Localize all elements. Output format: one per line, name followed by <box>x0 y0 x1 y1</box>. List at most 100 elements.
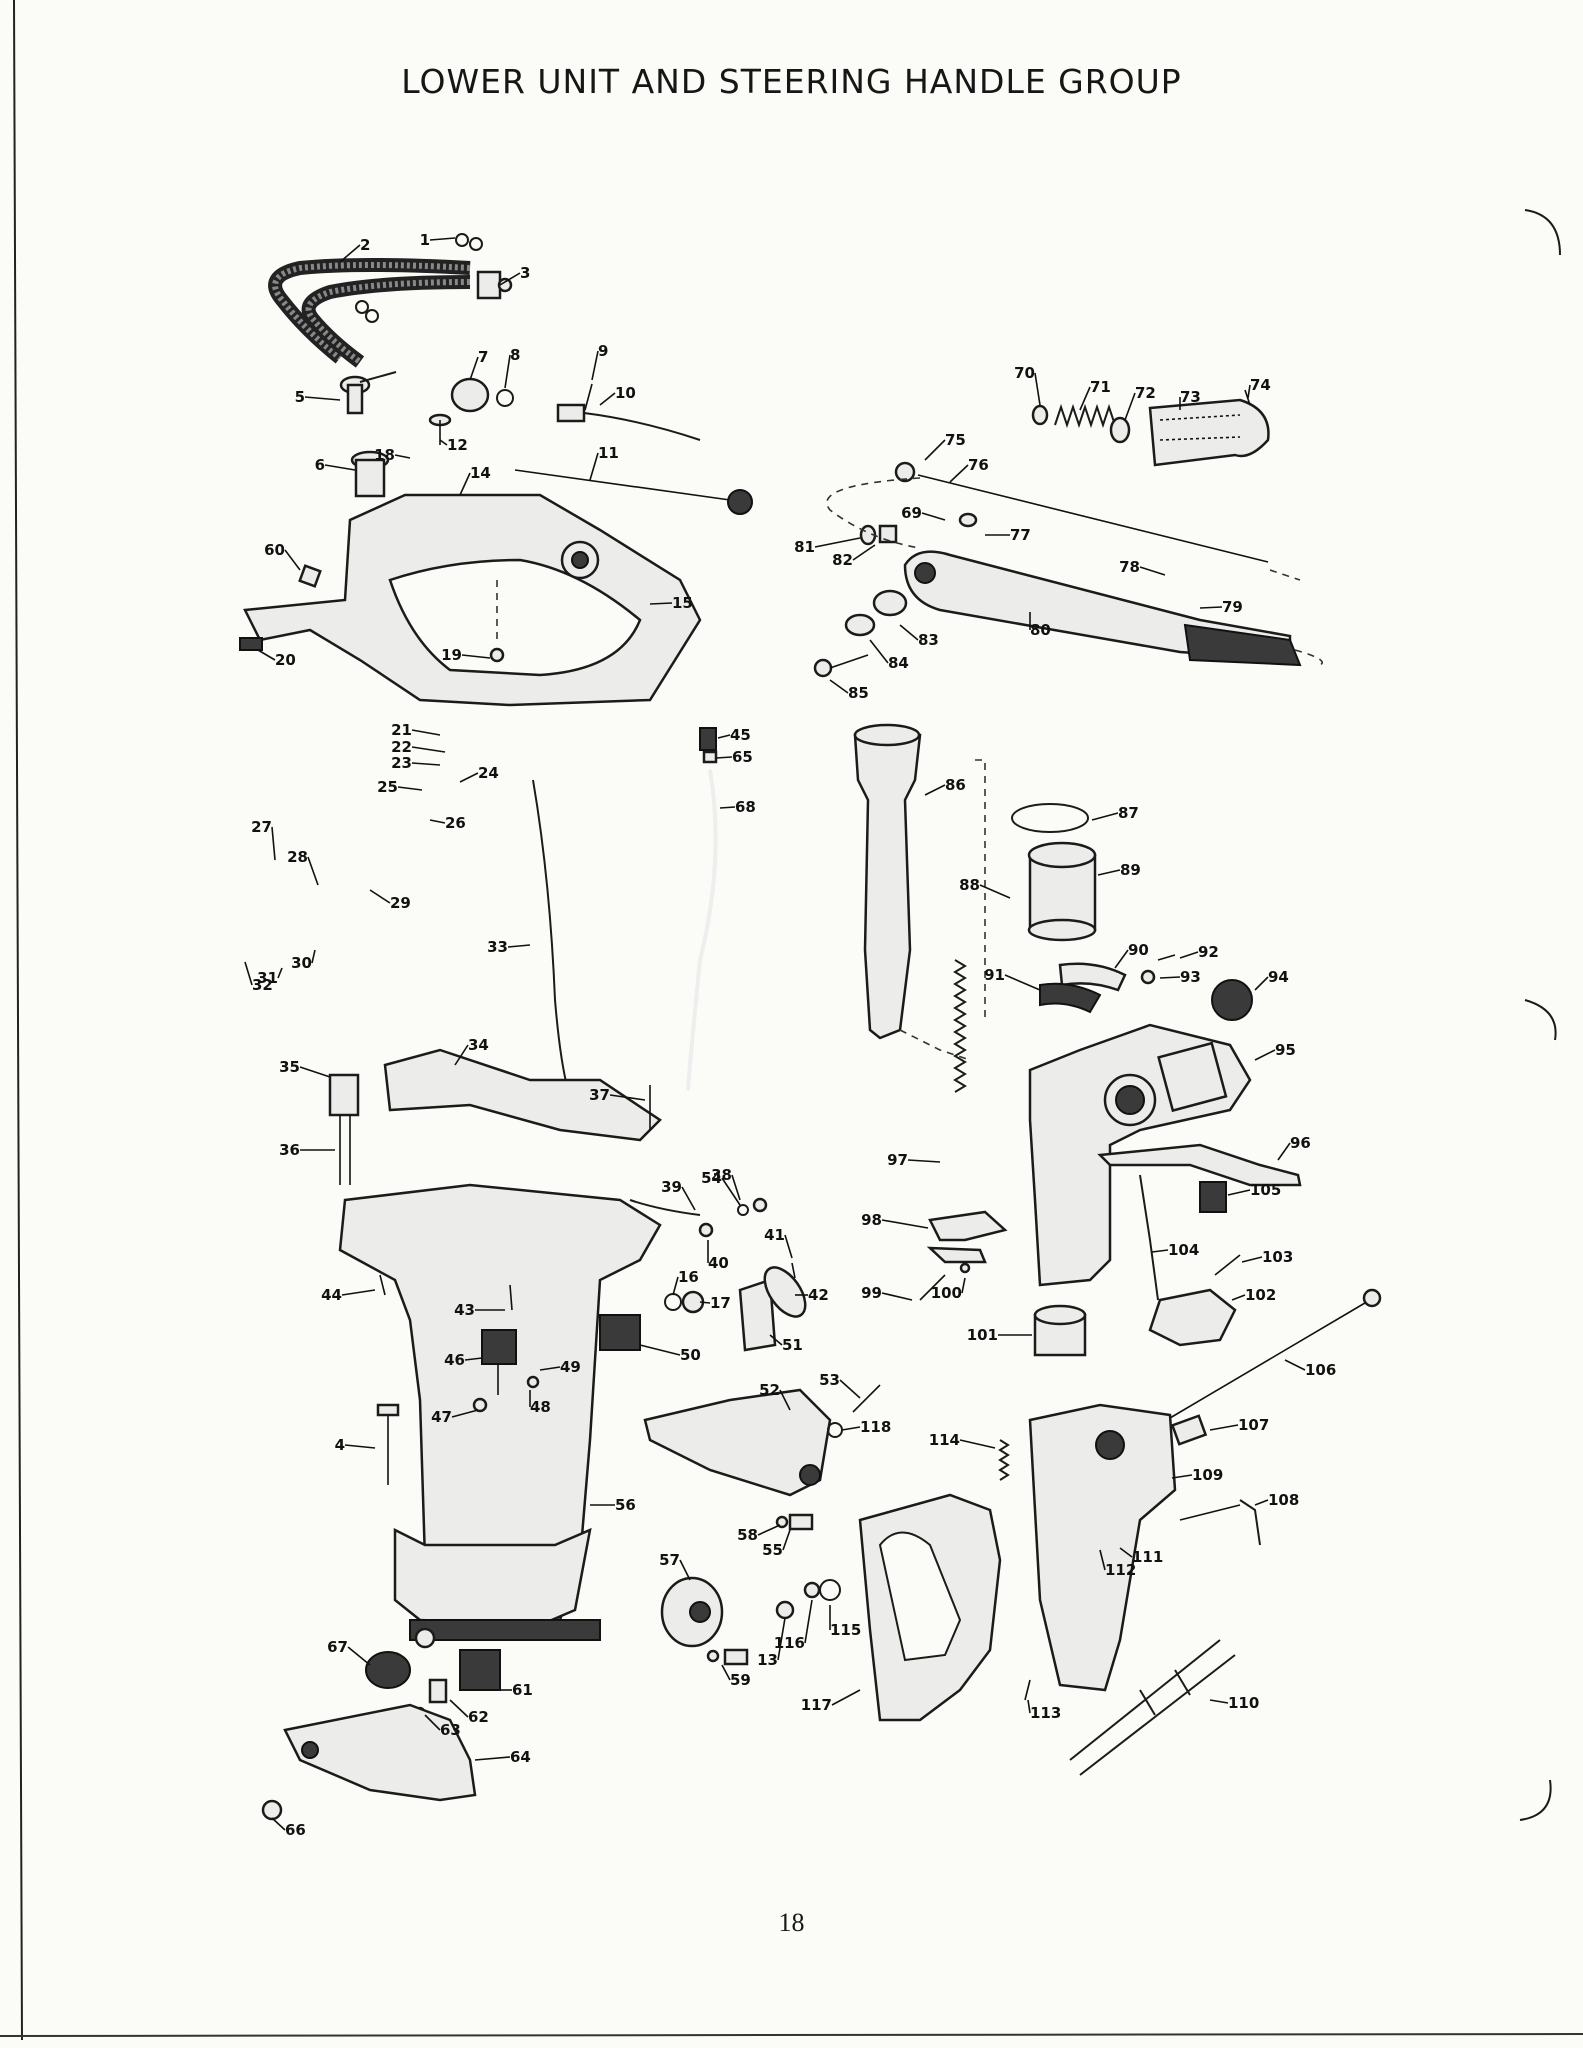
callout-95: 95 <box>1275 1041 1296 1059</box>
leader-line-1 <box>429 237 456 241</box>
callout-106: 106 <box>1305 1361 1336 1379</box>
callout-81: 81 <box>794 538 815 556</box>
swivel-bracket <box>239 493 702 707</box>
callout-49: 49 <box>560 1358 581 1376</box>
leader-line-6 <box>324 464 356 471</box>
callout-20: 20 <box>275 651 296 669</box>
leader-line-20 <box>257 649 276 661</box>
callout-71: 71 <box>1090 378 1111 396</box>
callout-60: 60 <box>264 541 285 559</box>
callout-94: 94 <box>1268 968 1289 986</box>
callout-21: 21 <box>391 721 412 739</box>
leader-line-49 <box>539 1366 561 1371</box>
leader-line-90 <box>1114 949 1129 969</box>
mount-50 <box>599 1314 641 1351</box>
washer-118 <box>827 1422 843 1438</box>
callout-99: 99 <box>861 1284 882 1302</box>
callout-97: 97 <box>887 1151 908 1169</box>
callout-82: 82 <box>832 551 853 569</box>
leader-line-12 <box>439 439 448 446</box>
leader-line-64 <box>474 1756 511 1761</box>
washers-38-54 <box>737 1197 768 1216</box>
callout-22: 22 <box>391 738 412 756</box>
callout-13: 13 <box>757 1651 778 1669</box>
callout-44: 44 <box>321 1286 342 1304</box>
leader-line-71 <box>1079 386 1091 411</box>
leader-line-107 <box>1209 1424 1239 1431</box>
switch-105 <box>1199 1181 1227 1213</box>
bolt-85 <box>813 654 869 678</box>
leader-line-21 <box>411 729 441 736</box>
callout-31: 31 <box>257 969 278 987</box>
leader-line-78 <box>1139 566 1166 576</box>
callout-96: 96 <box>1290 1134 1311 1152</box>
mount-46 <box>481 1329 517 1395</box>
callout-72: 72 <box>1135 384 1156 402</box>
callout-55: 55 <box>762 1541 783 1559</box>
washers-81-84 <box>844 512 978 637</box>
leader-line-44 <box>341 1289 376 1296</box>
callout-69: 69 <box>901 504 922 522</box>
callout-4: 4 <box>335 1436 345 1454</box>
leader-line-28 <box>307 856 319 886</box>
page-number: 18 <box>778 1908 805 1937</box>
clamp-screw-108 <box>1179 1499 1261 1546</box>
leader-line-95 <box>1254 1049 1276 1061</box>
leader-line-118 <box>841 1426 861 1431</box>
callout-58: 58 <box>737 1526 758 1544</box>
leader-line-75 <box>924 439 946 461</box>
callout-67: 67 <box>327 1638 348 1656</box>
stern-bracket-117 <box>858 1493 1002 1722</box>
leader-line-74 <box>1247 384 1251 399</box>
callout-16: 16 <box>678 1268 699 1286</box>
leader-line-39 <box>681 1186 696 1211</box>
gasket-87 <box>1011 803 1089 833</box>
screws-92-93 <box>1140 954 1176 985</box>
assembly-line <box>1294 649 1323 666</box>
leader-line-116 <box>804 1599 813 1644</box>
plate-51 <box>738 1278 777 1352</box>
leader-line-79 <box>1199 606 1223 609</box>
callout-32: 32 <box>252 976 273 994</box>
bushing <box>350 450 390 498</box>
callout-86: 86 <box>945 776 966 794</box>
leader-line-93 <box>1159 976 1181 979</box>
callout-70: 70 <box>1014 364 1035 382</box>
mount-61 <box>459 1649 501 1691</box>
leader-line-112 <box>1099 1549 1106 1571</box>
water-tube-68 <box>686 769 718 1091</box>
callout-39: 39 <box>661 1178 682 1196</box>
callout-112: 112 <box>1105 1561 1136 1579</box>
washer-107 <box>1170 1414 1208 1446</box>
link-39 <box>629 1199 714 1238</box>
leader-line-3 <box>499 272 521 286</box>
callout-29: 29 <box>390 894 411 912</box>
callout-116: 116 <box>774 1634 805 1652</box>
callout-114: 114 <box>929 1431 960 1449</box>
bearing-57 <box>660 1576 724 1648</box>
binder-hole-mark <box>1524 209 1561 256</box>
callout-98: 98 <box>861 1211 882 1229</box>
binder-hole-mark <box>1519 1779 1552 1821</box>
leader-line-31 <box>277 967 283 979</box>
callout-5: 5 <box>295 388 305 406</box>
callout-23: 23 <box>391 754 412 772</box>
leader-line-45 <box>717 734 731 739</box>
callout-2: 2 <box>360 236 370 254</box>
leader-line-25 <box>397 786 423 791</box>
callout-93: 93 <box>1180 968 1201 986</box>
callout-46: 46 <box>444 1351 465 1369</box>
leader-line-68 <box>719 806 736 809</box>
cover-64 <box>283 1703 477 1802</box>
callout-91: 91 <box>984 966 1005 984</box>
leader-line-65 <box>715 756 733 759</box>
callout-12: 12 <box>447 436 468 454</box>
leader-line-85 <box>829 679 849 694</box>
leader-line-88 <box>979 884 1011 899</box>
callout-17: 17 <box>710 1294 731 1312</box>
leader-line-51 <box>769 1334 783 1346</box>
callout-leader-lines <box>244 237 1306 1831</box>
callout-45: 45 <box>730 726 751 744</box>
stern-bracket-95 <box>1028 1023 1252 1287</box>
